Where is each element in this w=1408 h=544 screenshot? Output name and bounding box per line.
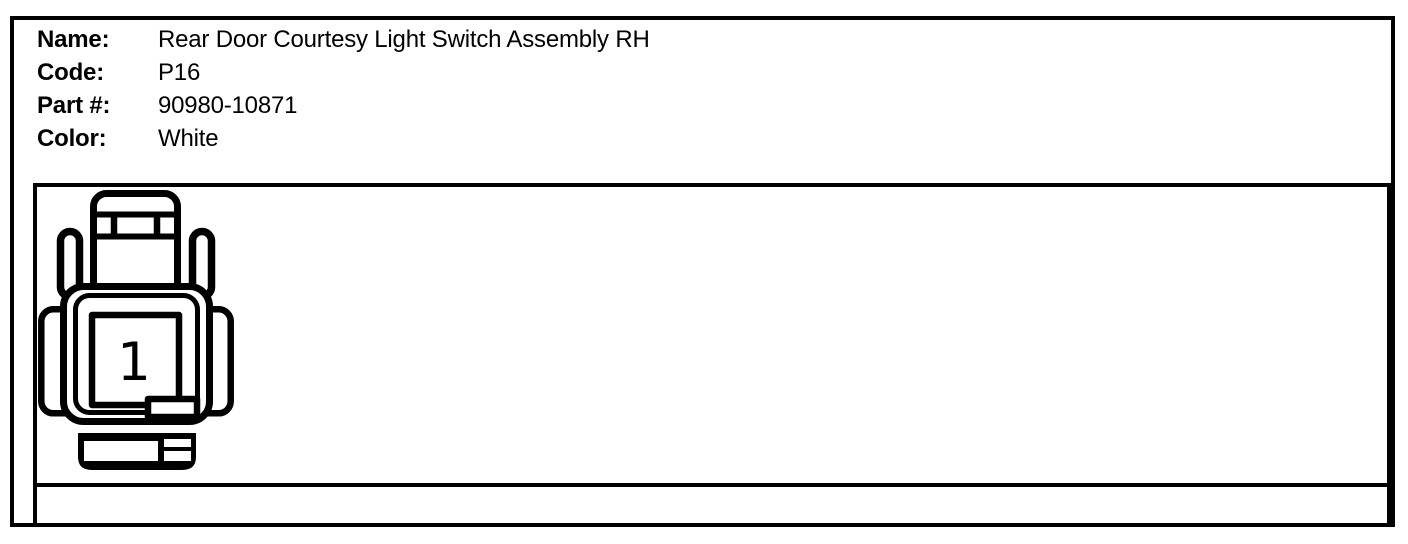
pin-cavity-keying-notch xyxy=(144,395,201,421)
part-info-header: Name: Rear Door Courtesy Light Switch As… xyxy=(37,23,650,155)
info-row-part-number: Part #: 90980-10871 xyxy=(37,89,650,122)
part-number-label: Part #: xyxy=(37,91,111,119)
info-row-name: Name: Rear Door Courtesy Light Switch As… xyxy=(37,23,650,56)
info-row-color: Color: White xyxy=(37,122,650,155)
diagram-area: 1 xyxy=(37,187,1387,483)
code-label: Code: xyxy=(37,58,104,86)
info-row-code: Code: P16 xyxy=(37,56,650,89)
part-number-value: 90980-10871 xyxy=(158,91,298,119)
connector-diagram-box: 1 xyxy=(33,183,1391,527)
bottom-tab-slot-lower xyxy=(164,451,191,461)
bottom-tab-slot-upper xyxy=(164,439,191,447)
connector-drawing-icon: 1 xyxy=(38,190,234,470)
footer-strip xyxy=(37,483,1387,523)
pin-number: 1 xyxy=(117,332,151,393)
color-value: White xyxy=(158,124,219,152)
color-label: Color: xyxy=(37,124,107,152)
name-value: Rear Door Courtesy Light Switch Assembly… xyxy=(158,25,650,53)
name-label: Name: xyxy=(37,25,110,53)
pin-cavity-1 xyxy=(88,311,183,409)
code-value: P16 xyxy=(158,58,201,86)
connector-lock-tower xyxy=(90,190,181,302)
bottom-tab-slot-large xyxy=(84,441,158,461)
